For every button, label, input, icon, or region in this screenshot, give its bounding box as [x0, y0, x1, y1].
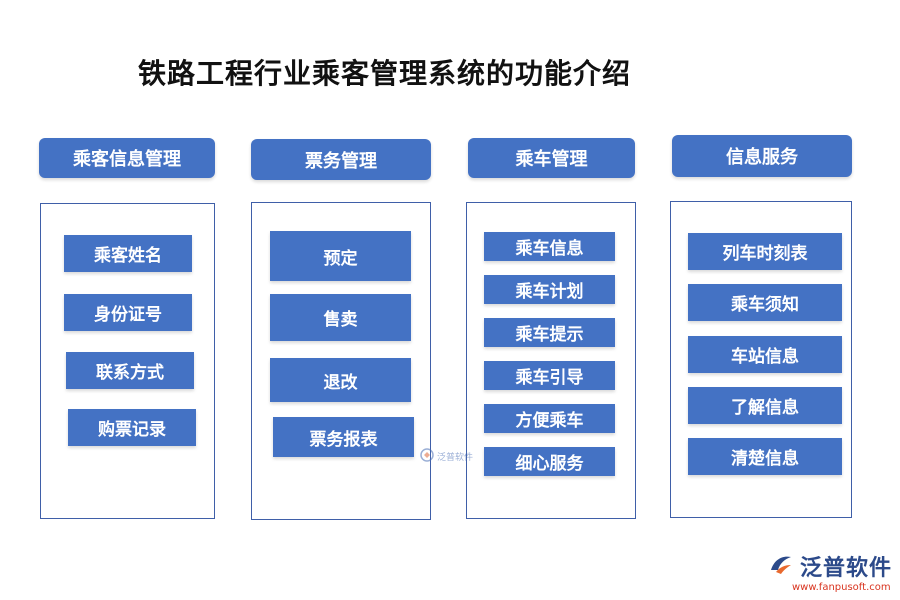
- item-id-number: 身份证号: [64, 294, 192, 331]
- item-boarding-notice: 乘车须知: [688, 284, 842, 321]
- item-refund-change: 退改: [270, 358, 411, 402]
- item-reserve: 预定: [270, 231, 411, 281]
- item-sell: 售卖: [270, 294, 411, 341]
- watermark: 泛普软件: [420, 447, 473, 466]
- header-passenger-info: 乘客信息管理: [39, 138, 215, 178]
- item-clear-info: 清楚信息: [688, 438, 842, 475]
- header-boarding: 乘车管理: [468, 138, 635, 178]
- logo-url: www.fanpusoft.com: [792, 582, 891, 593]
- fanpu-logo-icon: [768, 552, 794, 580]
- item-attentive-service: 细心服务: [484, 447, 615, 476]
- item-station-info: 车站信息: [688, 336, 842, 373]
- watermark-logo-icon: [420, 447, 434, 466]
- item-boarding-guide: 乘车引导: [484, 361, 615, 390]
- header-ticketing: 票务管理: [251, 139, 431, 180]
- item-boarding-info: 乘车信息: [484, 232, 615, 261]
- item-contact: 联系方式: [66, 352, 194, 389]
- item-learn-info: 了解信息: [688, 387, 842, 424]
- item-passenger-name: 乘客姓名: [64, 235, 192, 272]
- brand-logo: 泛普软件 www.fanpusoft.com: [768, 550, 892, 593]
- watermark-text: 泛普软件: [437, 453, 474, 463]
- item-boarding-plan: 乘车计划: [484, 275, 615, 304]
- item-timetable: 列车时刻表: [688, 233, 842, 270]
- header-info-service: 信息服务: [672, 135, 852, 177]
- item-convenient-boarding: 方便乘车: [484, 404, 615, 433]
- page-title: 铁路工程行业乘客管理系统的功能介绍: [138, 57, 632, 90]
- item-ticket-report: 票务报表: [273, 417, 414, 457]
- item-boarding-tips: 乘车提示: [484, 318, 615, 347]
- item-ticket-record: 购票记录: [68, 409, 196, 446]
- logo-name: 泛普软件: [800, 556, 893, 581]
